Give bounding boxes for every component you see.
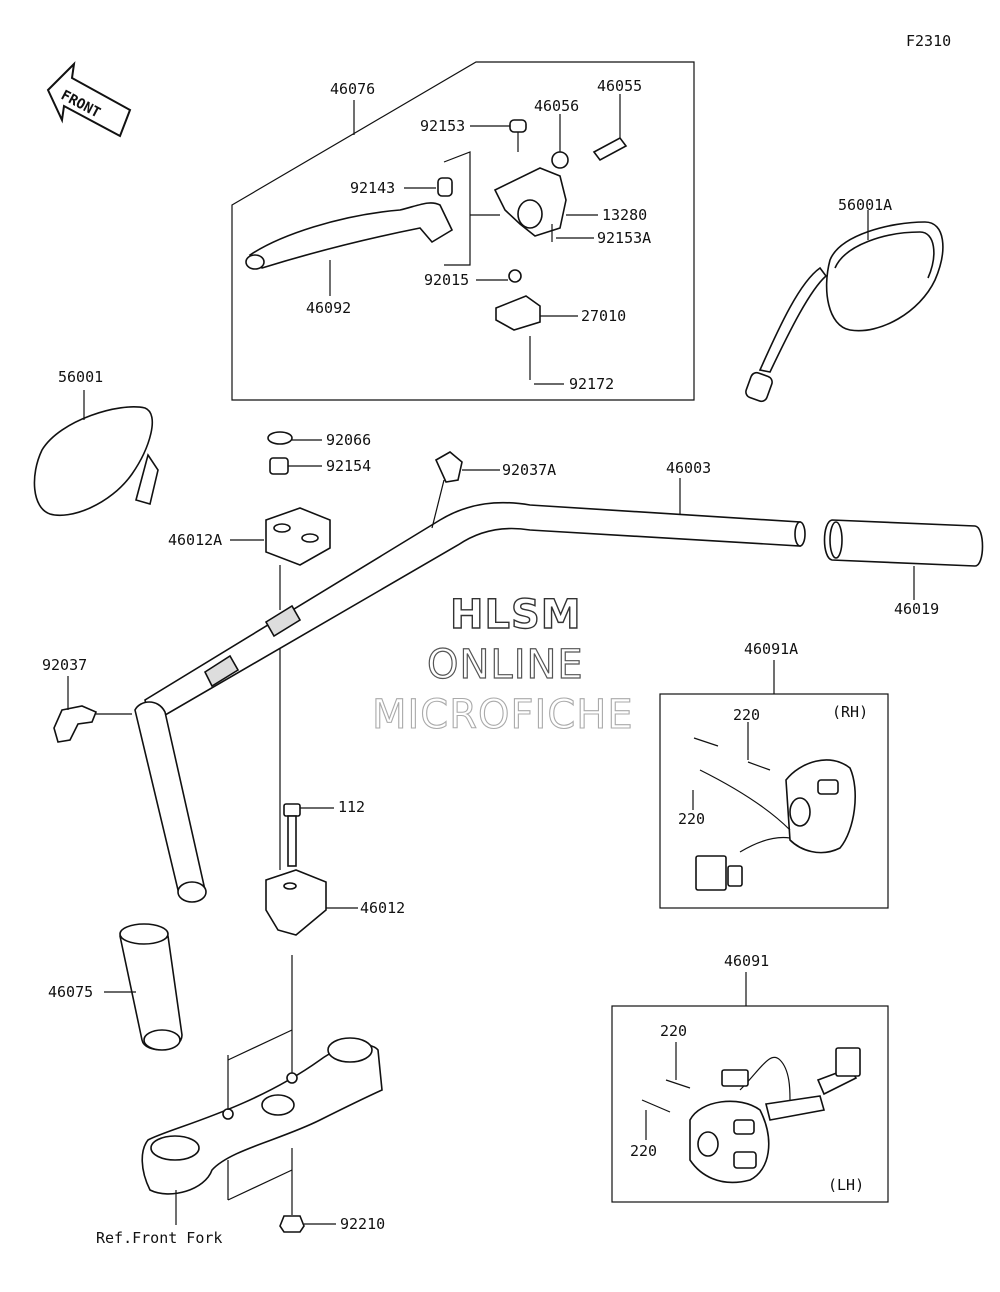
part-label-92015: 92015 [424, 271, 469, 289]
figure-code: F2310 [906, 32, 951, 50]
part-label-46055: 46055 [597, 77, 642, 95]
part-label-220-lh-bottom: 220 [630, 1142, 657, 1160]
part-label-56001: 56001 [58, 368, 103, 386]
rh-side-label: (RH) [832, 703, 868, 721]
part-label-27010: 27010 [581, 307, 626, 325]
mirror-left [33, 406, 159, 517]
part-label-92210: 92210 [340, 1215, 385, 1233]
clip-92037 [53, 705, 98, 743]
nut-92210 [279, 1215, 305, 1233]
watermark-line-2: ONLINE [427, 642, 584, 688]
leader-lines [67, 94, 915, 1225]
clamp-46012A [265, 507, 331, 566]
part-label-46075: 46075 [48, 983, 93, 1001]
front-arrow-icon: FRONT [46, 61, 132, 138]
lh-switch-box [611, 1005, 889, 1203]
part-label-92172: 92172 [569, 375, 614, 393]
part-label-56001A: 56001A [838, 196, 892, 214]
grip-right [823, 519, 984, 567]
part-label-46076: 46076 [330, 80, 375, 98]
part-label-220-rh-bottom: 220 [678, 810, 705, 828]
lh-switch [641, 1047, 861, 1184]
grip-left [119, 923, 183, 1051]
reference-note: Ref.Front Fork [96, 1229, 222, 1247]
part-label-220-lh-top: 220 [660, 1022, 687, 1040]
bolt-92154 [269, 457, 289, 475]
cap-92066 [267, 431, 293, 445]
bolt-112 [283, 803, 301, 867]
watermark-line-1: HLSM [450, 592, 582, 638]
part-label-46012A: 46012A [168, 531, 222, 549]
part-label-92037: 92037 [42, 656, 87, 674]
part-label-46092: 46092 [306, 299, 351, 317]
lh-side-label: (LH) [828, 1176, 864, 1194]
part-label-46019: 46019 [894, 600, 939, 618]
part-label-92143: 92143 [350, 179, 395, 197]
handlebar [134, 501, 806, 903]
part-label-92153: 92153 [420, 117, 465, 135]
clamp-46012 [265, 869, 327, 936]
clutch-lever-parts [245, 119, 628, 380]
part-label-46012: 46012 [360, 899, 405, 917]
rh-switch [693, 737, 856, 891]
part-label-92066: 92066 [326, 431, 371, 449]
part-label-92154: 92154 [326, 457, 371, 475]
part-label-220-rh-top: 220 [733, 706, 760, 724]
mirror-right [745, 221, 944, 403]
part-label-46056: 46056 [534, 97, 579, 115]
part-label-46091A: 46091A [744, 640, 798, 658]
watermark-line-3: MICROFICHE [372, 692, 634, 738]
clutch-assembly-outline [231, 61, 695, 401]
part-label-13280: 13280 [602, 206, 647, 224]
upper-triple-clamp [141, 955, 383, 1215]
clip-92037A [434, 451, 463, 483]
part-label-92037A: 92037A [502, 461, 556, 479]
part-label-46091: 46091 [724, 952, 769, 970]
part-label-112: 112 [338, 798, 365, 816]
part-label-46003: 46003 [666, 459, 711, 477]
part-label-92153A: 92153A [597, 229, 651, 247]
